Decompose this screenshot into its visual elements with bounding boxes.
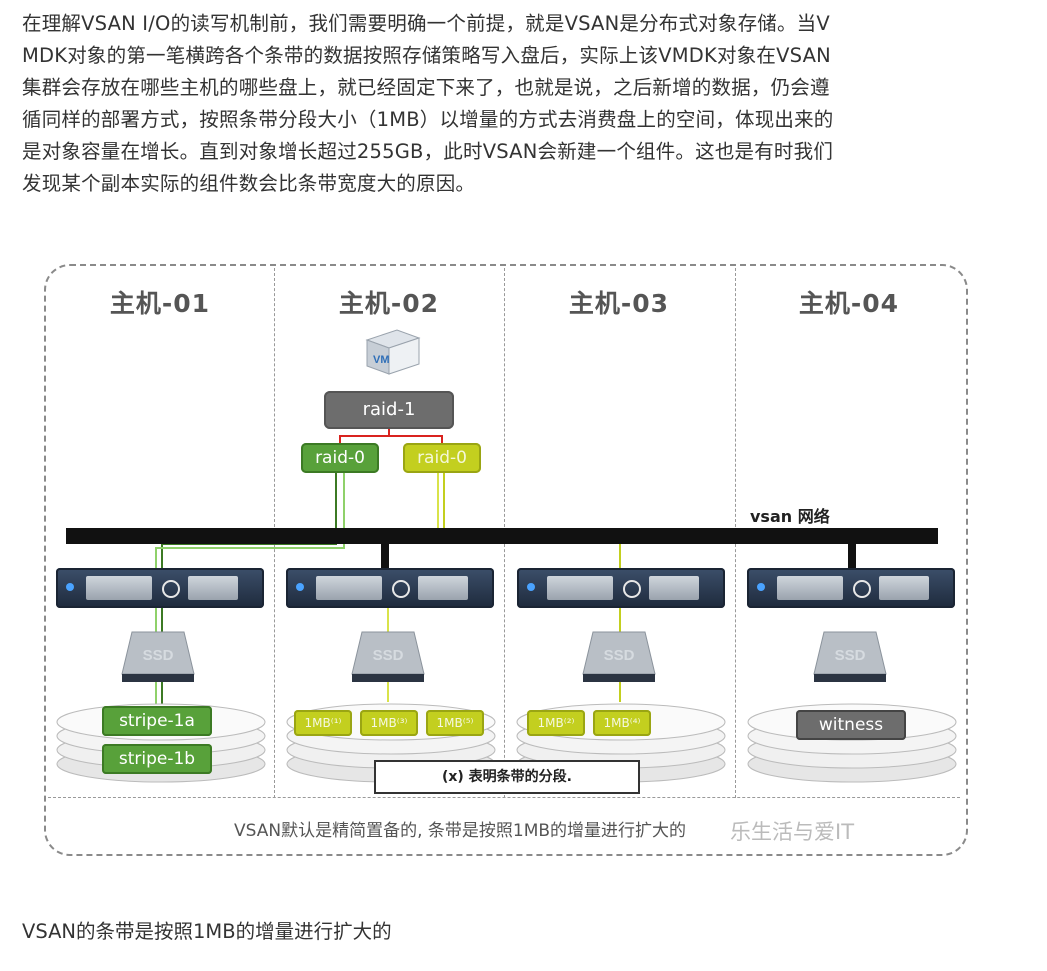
ssd-icon: SSD [582,631,656,682]
vsan-network-bar [66,528,938,544]
network-drop [381,534,389,570]
vsan-stripe-diagram: 主机-01 主机-02 主机-03 主机-04 VM raid-1 raid-0… [44,264,970,858]
segment-chip: 1MB⁽⁵⁾ [426,710,484,736]
server-icon [56,568,264,608]
watermark: 乐生活与爱IT [730,820,855,844]
paragraph-line: 集群会存放在哪些主机的哪些盘上，就已经固定下来了，也就是说，之后新增的数据，仍会… [22,76,830,99]
paragraph-line: 循同样的部署方式，按照条带分段大小（1MB）以增量的方式去消费盘上的空间，体现出… [22,108,834,131]
segment-chip: 1MB⁽³⁾ [360,710,418,736]
paragraph-line: MDK对象的第一笔横跨各个条带的数据按照存储策略写入盘后，实际上该VMDK对象在… [22,44,831,67]
diagram-frame [44,264,968,856]
raid1-node: raid-1 [324,391,454,429]
raid0-node-left: raid-0 [301,443,379,473]
intro-paragraph: 在理解VSAN I/O的读写机制前，我们需要明确一个前提，就是VSAN是分布式对… [22,8,1012,200]
svg-text:SSD: SSD [143,647,174,664]
paragraph-line: 在理解VSAN I/O的读写机制前，我们需要明确一个前提，就是VSAN是分布式对… [22,12,830,35]
thin-provision-note: VSAN默认是精简置备的, 条带是按照1MB的增量进行扩大的 [234,821,687,841]
diagram-caption: VSAN的条带是按照1MB的增量进行扩大的 [22,920,392,943]
paragraph-line: 是对象容量在增长。直到对象增长超过255GB，此时VSAN会新建一个组件。这也是… [22,140,834,163]
server-icon [286,568,494,608]
paragraph-line: 发现某个副本实际的组件数会比条带宽度大的原因。 [22,172,476,195]
vsan-network-label: vsan 网络 [750,507,830,526]
network-drop [848,534,856,570]
svg-text:SSD: SSD [835,647,866,664]
vm-cube-icon: VM [365,329,421,375]
ssd-icon: SSD [121,631,195,682]
host-title-01: 主机-01 [109,289,211,318]
raid0-node-right: raid-0 [403,443,481,473]
stripe-chip: stripe-1b [102,744,212,774]
segment-chip: 1MB⁽¹⁾ [294,710,352,736]
stripe-chip: stripe-1a [102,706,212,736]
svg-text:VM: VM [373,354,390,366]
bottom-divider [48,797,960,798]
ssd-icon: SSD [813,631,887,682]
host-title-04: 主机-04 [798,289,900,318]
host-title-02: 主机-02 [338,289,440,318]
segment-legend: (x) 表明条带的分段. [374,760,640,794]
ssd-icon: SSD [351,631,425,682]
server-icon [517,568,725,608]
svg-text:SSD: SSD [604,647,635,664]
segment-chip: 1MB⁽²⁾ [527,710,585,736]
host-title-03: 主机-03 [568,289,670,318]
svg-text:SSD: SSD [373,647,404,664]
server-icon [747,568,955,608]
segment-chip: 1MB⁽⁴⁾ [593,710,651,736]
witness-chip: witness [796,710,906,740]
